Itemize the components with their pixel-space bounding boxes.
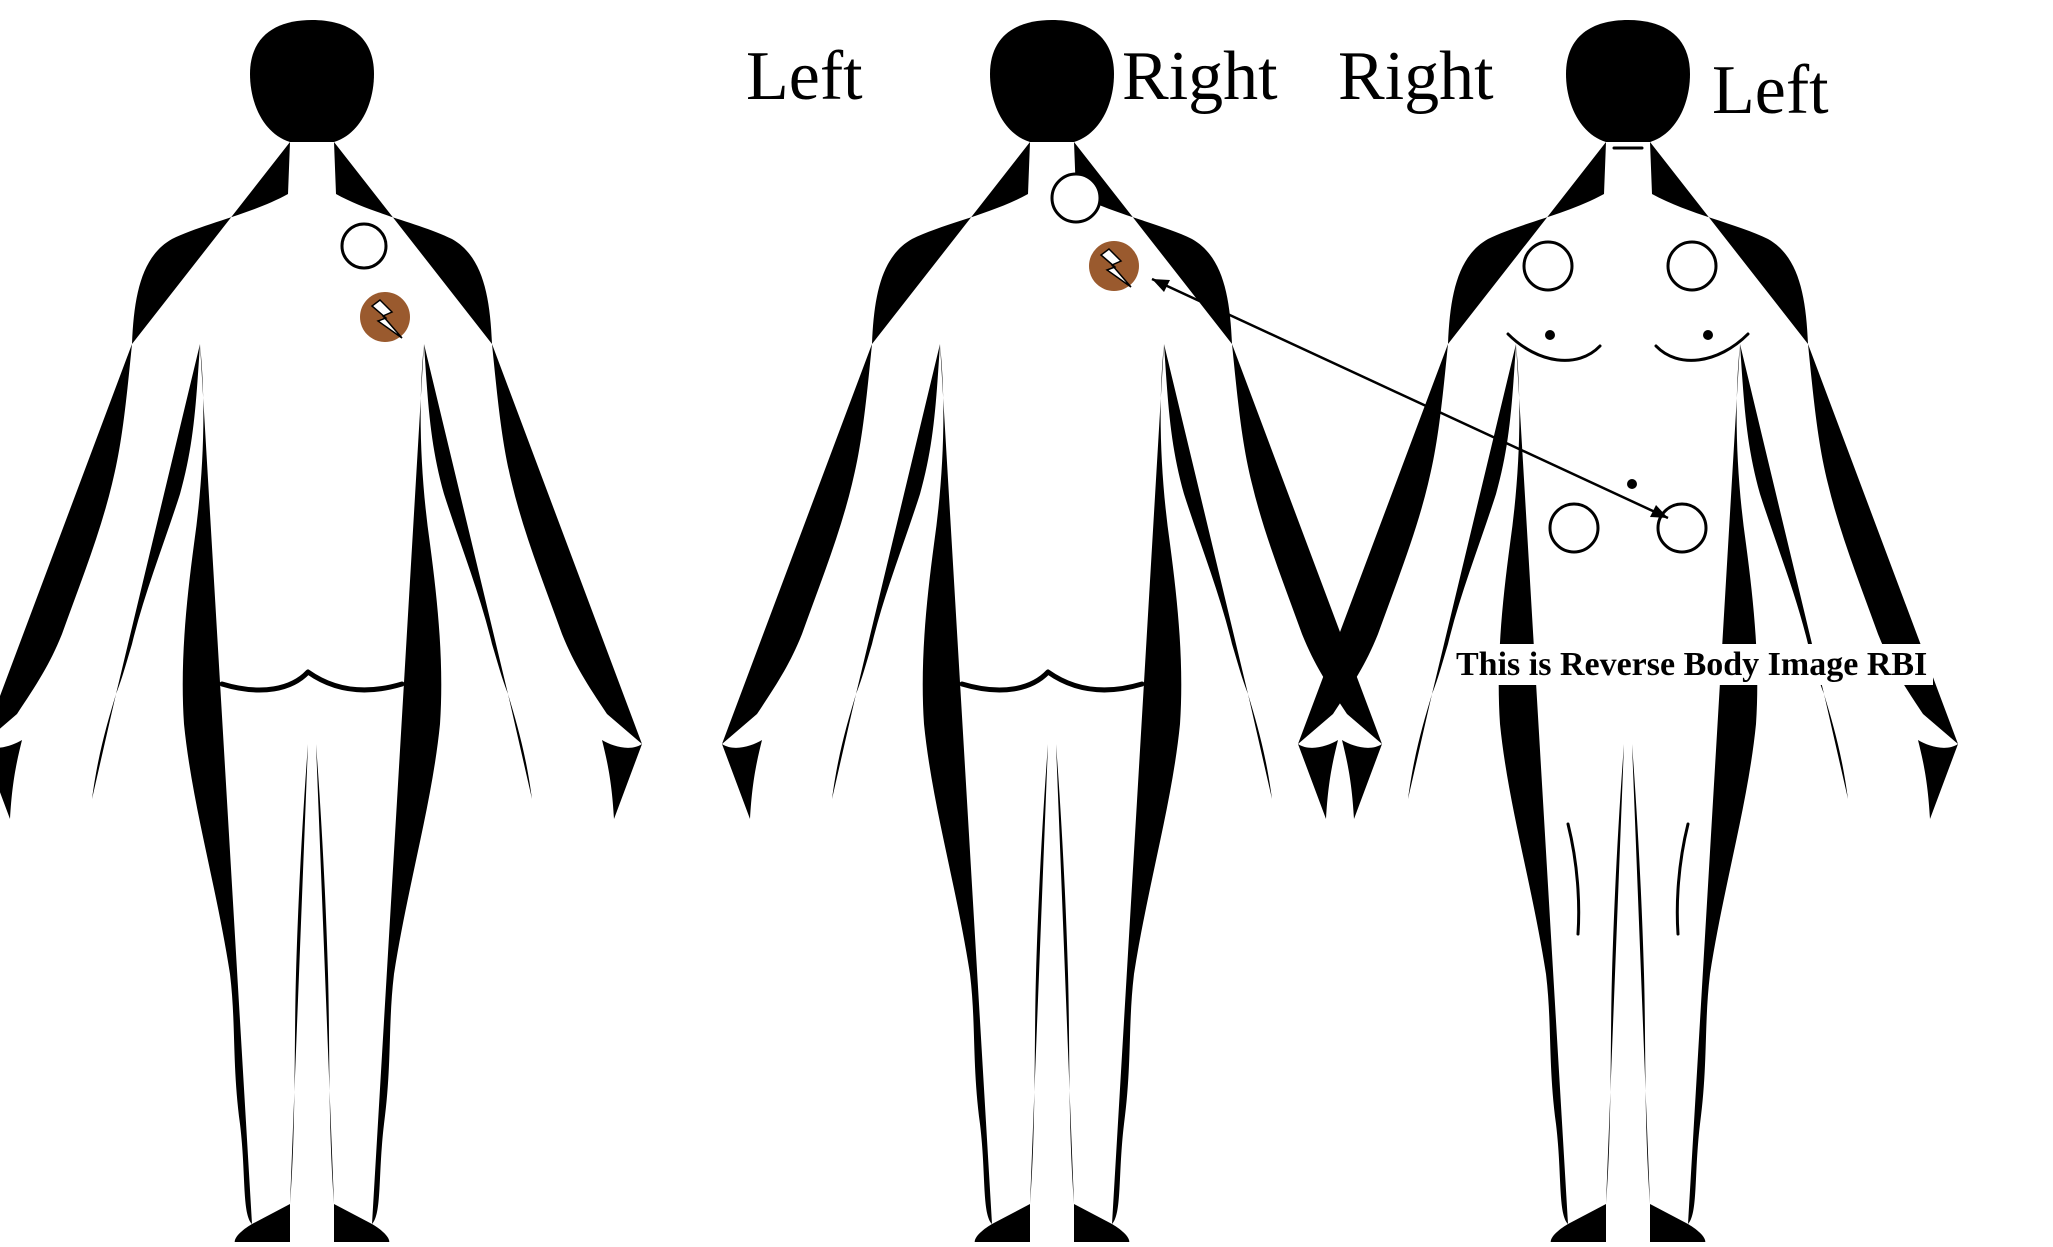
front-face-details <box>1508 88 1748 934</box>
label-front-left: Left <box>1712 56 1829 126</box>
front-navel <box>1627 479 1637 489</box>
figure-front-right <box>1298 20 1958 1242</box>
pain-marker-back-1[interactable] <box>360 292 410 342</box>
marker-circle-back-2[interactable] <box>1052 174 1100 222</box>
label-middle-left: Left <box>746 42 863 112</box>
caption-rbi: This is Reverse Body Image RBI <box>1450 644 1933 685</box>
label-middle-right: Right <box>1122 42 1278 112</box>
marker-circle-chest-left[interactable] <box>1668 242 1716 290</box>
marker-circle-abdomen-left[interactable] <box>1658 504 1706 552</box>
front-nipple-left <box>1703 330 1713 340</box>
marker-circle-abdomen-right[interactable] <box>1550 504 1598 552</box>
marker-circle-back-1[interactable] <box>342 224 386 268</box>
label-front-right: Right <box>1338 42 1494 112</box>
marker-circle-chest-right[interactable] <box>1524 242 1572 290</box>
figure-back-left <box>0 20 642 1242</box>
pain-marker-back-2[interactable] <box>1089 241 1139 291</box>
front-nipple-right <box>1545 330 1555 340</box>
